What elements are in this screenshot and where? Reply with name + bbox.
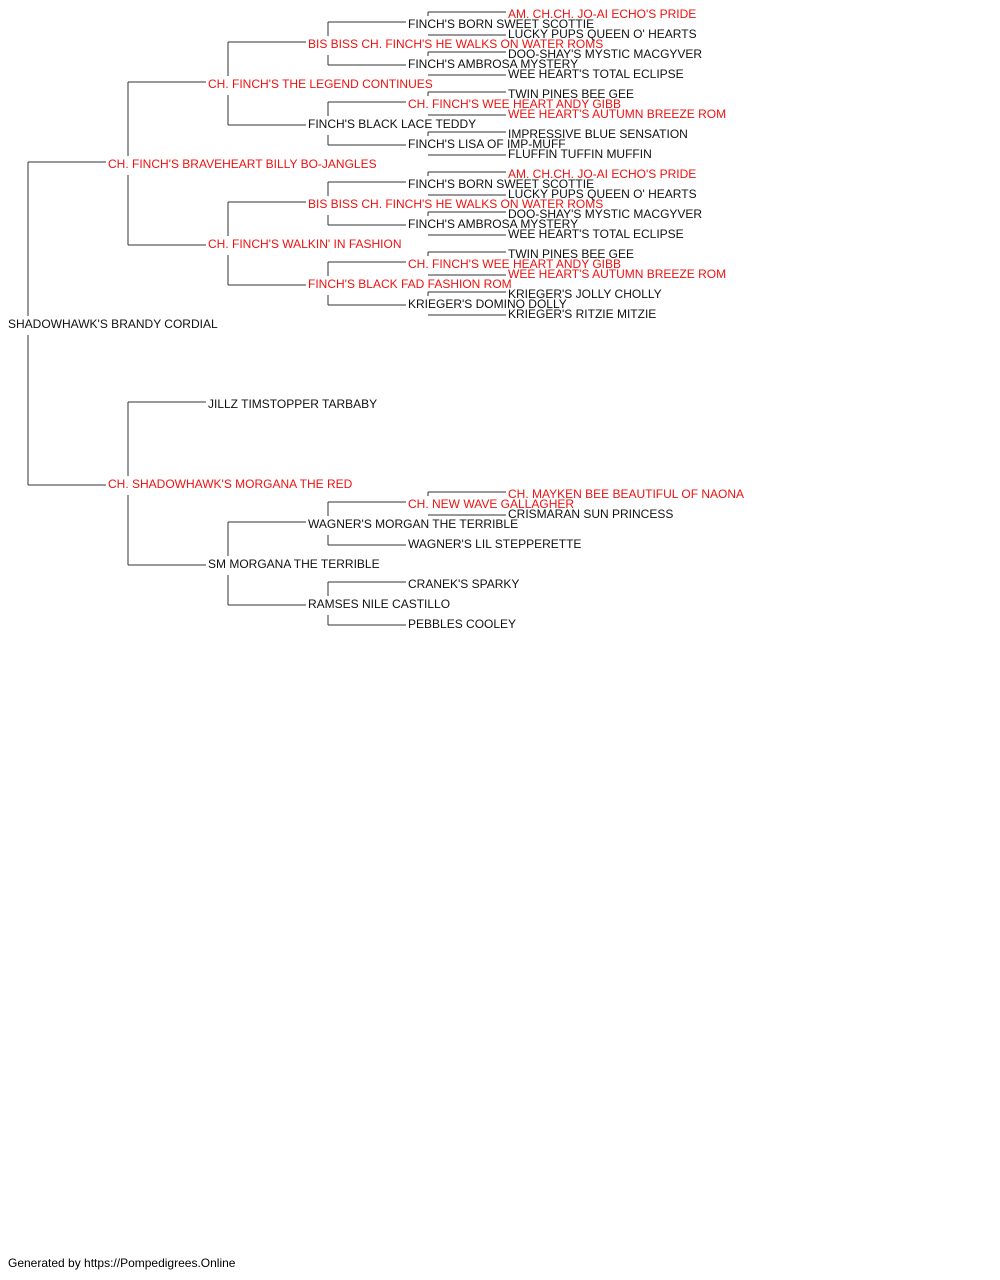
ancestor-name: BIS BISS CH. FINCH'S HE WALKS ON WATER R… [308,37,603,51]
ancestor-name: FINCH'S BORN SWEET SCOTTIE [408,177,594,191]
ancestor-name: CH. FINCH'S WEE HEART ANDY GIBB [408,257,621,271]
ancestor-name: FINCH'S AMBROSA MYSTERY [408,57,578,71]
ancestor-name: CRANEK'S SPARKY [408,577,519,591]
ancestor-name: FINCH'S BLACK LACE TEDDY [308,117,476,131]
ancestor-name: CH. FINCH'S BRAVEHEART BILLY BO-JANGLES [108,157,377,171]
ancestor-name: KRIEGER'S JOLLY CHOLLY [508,287,662,301]
ancestor-name: DOO-SHAY'S MYSTIC MACGYVER [508,47,702,61]
ancestor-name: WEE HEART'S TOTAL ECLIPSE [508,67,684,81]
ancestor-name: JILLZ TIMSTOPPER TARBABY [208,397,377,411]
ancestor-name: LUCKY PUPS QUEEN O' HEARTS [508,187,697,201]
ancestor-name: LUCKY PUPS QUEEN O' HEARTS [508,27,697,41]
ancestor-name: TWIN PINES BEE GEE [508,87,634,101]
ancestor-name: FINCH'S AMBROSA MYSTERY [408,217,578,231]
ancestor-name: CRISMARAN SUN PRINCESS [508,507,673,521]
ancestor-name: BIS BISS CH. FINCH'S HE WALKS ON WATER R… [308,197,603,211]
ancestor-name: AM. CH.CH. JO-AI ECHO'S PRIDE [508,167,696,181]
footer-credit: Generated by https://Pompedigrees.Online [8,1256,236,1270]
ancestor-name: DOO-SHAY'S MYSTIC MACGYVER [508,207,702,221]
ancestor-name: WEE HEART'S TOTAL ECLIPSE [508,227,684,241]
ancestor-name: CH. NEW WAVE GALLAGHER [408,497,574,511]
ancestor-name: KRIEGER'S DOMINO DOLLY [408,297,567,311]
ancestor-name: IMPRESSIVE BLUE SENSATION [508,127,688,141]
ancestor-name: CH. FINCH'S THE LEGEND CONTINUES [208,77,433,91]
ancestor-name: PEBBLES COOLEY [408,617,516,631]
ancestor-name: RAMSES NILE CASTILLO [308,597,450,611]
ancestor-name: KRIEGER'S RITZIE MITZIE [508,307,656,321]
ancestor-name: CH. SHADOWHAWK'S MORGANA THE RED [108,477,353,491]
ancestor-name: CH. FINCH'S WALKIN' IN FASHION [208,237,402,251]
ancestor-name: FINCH'S LISA OF IMP-MUFF [408,137,566,151]
ancestor-name: FINCH'S BLACK FAD FASHION ROM [308,277,512,291]
ancestor-name: WEE HEART'S AUTUMN BREEZE ROM [508,107,726,121]
ancestor-name: WAGNER'S LIL STEPPERETTE [408,537,581,551]
ancestor-name: SM MORGANA THE TERRIBLE [208,557,380,571]
ancestor-name: AM. CH.CH. JO-AI ECHO'S PRIDE [508,7,696,21]
ancestor-name: FLUFFIN TUFFIN MUFFIN [508,147,652,161]
ancestor-name: CH. MAYKEN BEE BEAUTIFUL OF NAONA [508,487,744,501]
ancestor-name: SHADOWHAWK'S BRANDY CORDIAL [8,317,218,331]
ancestor-name: FINCH'S BORN SWEET SCOTTIE [408,17,594,31]
ancestor-name: WEE HEART'S AUTUMN BREEZE ROM [508,267,726,281]
pedigree-tree: SHADOWHAWK'S BRANDY CORDIAL CH. FINCH'S B… [8,7,744,631]
ancestor-name: CH. FINCH'S WEE HEART ANDY GIBB [408,97,621,111]
ancestor-name: WAGNER'S MORGAN THE TERRIBLE [308,517,518,531]
ancestor-name: TWIN PINES BEE GEE [508,247,634,261]
